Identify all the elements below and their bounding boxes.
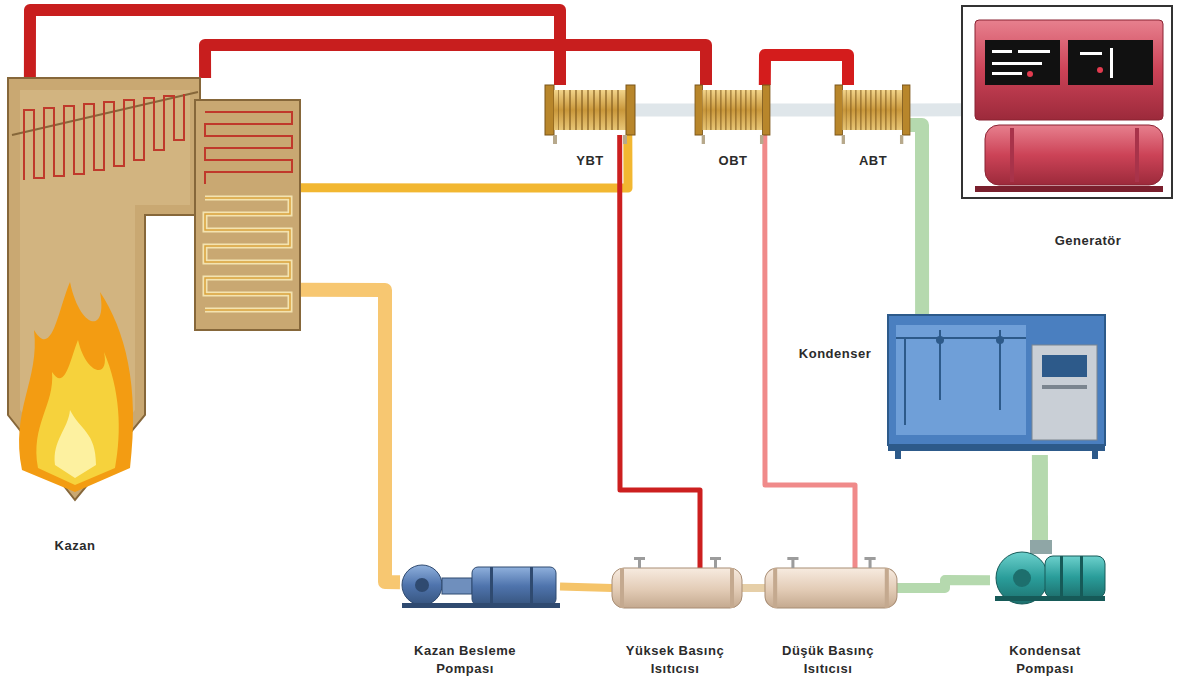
equipment-label: Generatör [1033, 232, 1143, 250]
equipment-label: Kazan Besleme Pompası [404, 642, 526, 677]
equipment: Kondenser [888, 315, 1105, 455]
equipment: Kazan [8, 78, 300, 500]
pipe [910, 125, 922, 315]
pipe [635, 104, 695, 117]
pipe [560, 587, 612, 589]
equipment: Düşük Basınç Isıtıcısı [765, 568, 897, 608]
equipment-label: ABT [848, 152, 898, 170]
equipment: Generatör [962, 6, 1172, 198]
equipment: Yüksek Basınç Isıtıcısı [612, 568, 742, 608]
equipment-label: Düşük Basınç Isıtıcısı [765, 642, 891, 677]
equipment-label: Kondenser [790, 345, 880, 363]
equipment: Kazan Besleme Pompası [400, 565, 560, 608]
equipment: ABT [835, 85, 910, 135]
equipment-label: OBT [708, 152, 758, 170]
pipe [770, 104, 835, 117]
equipment: Kondensat Pompası [990, 540, 1105, 600]
equipment-label: Kondensat Pompası [990, 642, 1100, 677]
equipment-label: Kazan [35, 537, 115, 555]
pipe [1032, 455, 1048, 540]
pipe [205, 45, 706, 85]
pipe [765, 55, 848, 85]
equipment: OBT [695, 85, 770, 135]
pipe [897, 580, 990, 588]
equipment-label: YBT [565, 152, 615, 170]
pipe [300, 135, 628, 188]
pipe [910, 103, 962, 116]
pipe [742, 584, 765, 592]
pipe [620, 135, 700, 568]
equipment-label: Yüksek Basınç Isıtıcısı [612, 642, 738, 677]
pipe [300, 290, 400, 582]
equipment: YBT [545, 85, 635, 135]
